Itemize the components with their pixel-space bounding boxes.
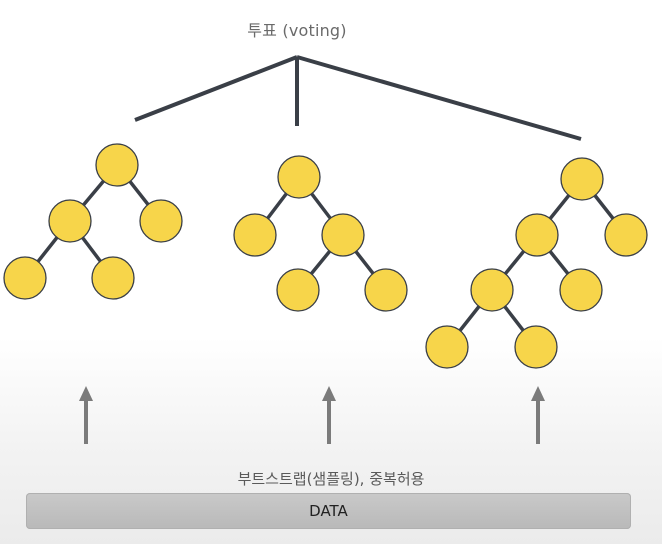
tree-1-node-4 bbox=[3, 256, 47, 300]
tree-1-node-1 bbox=[95, 143, 139, 187]
tree-1-node-2 bbox=[48, 199, 92, 243]
bootstrap-label: 부트스트랩(샘플링), 중복허용 bbox=[237, 470, 425, 488]
tree-2-node-5 bbox=[364, 268, 408, 312]
tree-1-node-5 bbox=[91, 256, 135, 300]
arrow-up-3 bbox=[531, 386, 545, 444]
tree-3-node-1 bbox=[560, 157, 604, 201]
voting-line-1 bbox=[134, 55, 298, 122]
tree-3-node-3 bbox=[604, 213, 648, 257]
voting-lines bbox=[134, 55, 582, 141]
tree-3-node-6 bbox=[425, 325, 469, 369]
voting-line-3 bbox=[296, 55, 582, 141]
tree-1-node-3 bbox=[139, 199, 183, 243]
tree-3-node-4 bbox=[470, 268, 514, 312]
tree-3-node-7 bbox=[514, 325, 558, 369]
tree-2-node-2 bbox=[233, 213, 277, 257]
tree-3-node-2 bbox=[515, 213, 559, 257]
data-bar: DATA bbox=[26, 493, 631, 529]
tree-nodes bbox=[3, 143, 648, 369]
tree-3-node-5 bbox=[559, 268, 603, 312]
tree-2-node-4 bbox=[276, 268, 320, 312]
voting-title: 투표 (voting) bbox=[247, 21, 347, 40]
arrow-up-2 bbox=[322, 386, 336, 444]
bootstrap-arrows bbox=[79, 386, 545, 444]
data-label: DATA bbox=[309, 502, 348, 520]
tree-2-node-3 bbox=[321, 213, 365, 257]
arrow-up-1 bbox=[79, 386, 93, 444]
tree-2-node-1 bbox=[277, 155, 321, 199]
